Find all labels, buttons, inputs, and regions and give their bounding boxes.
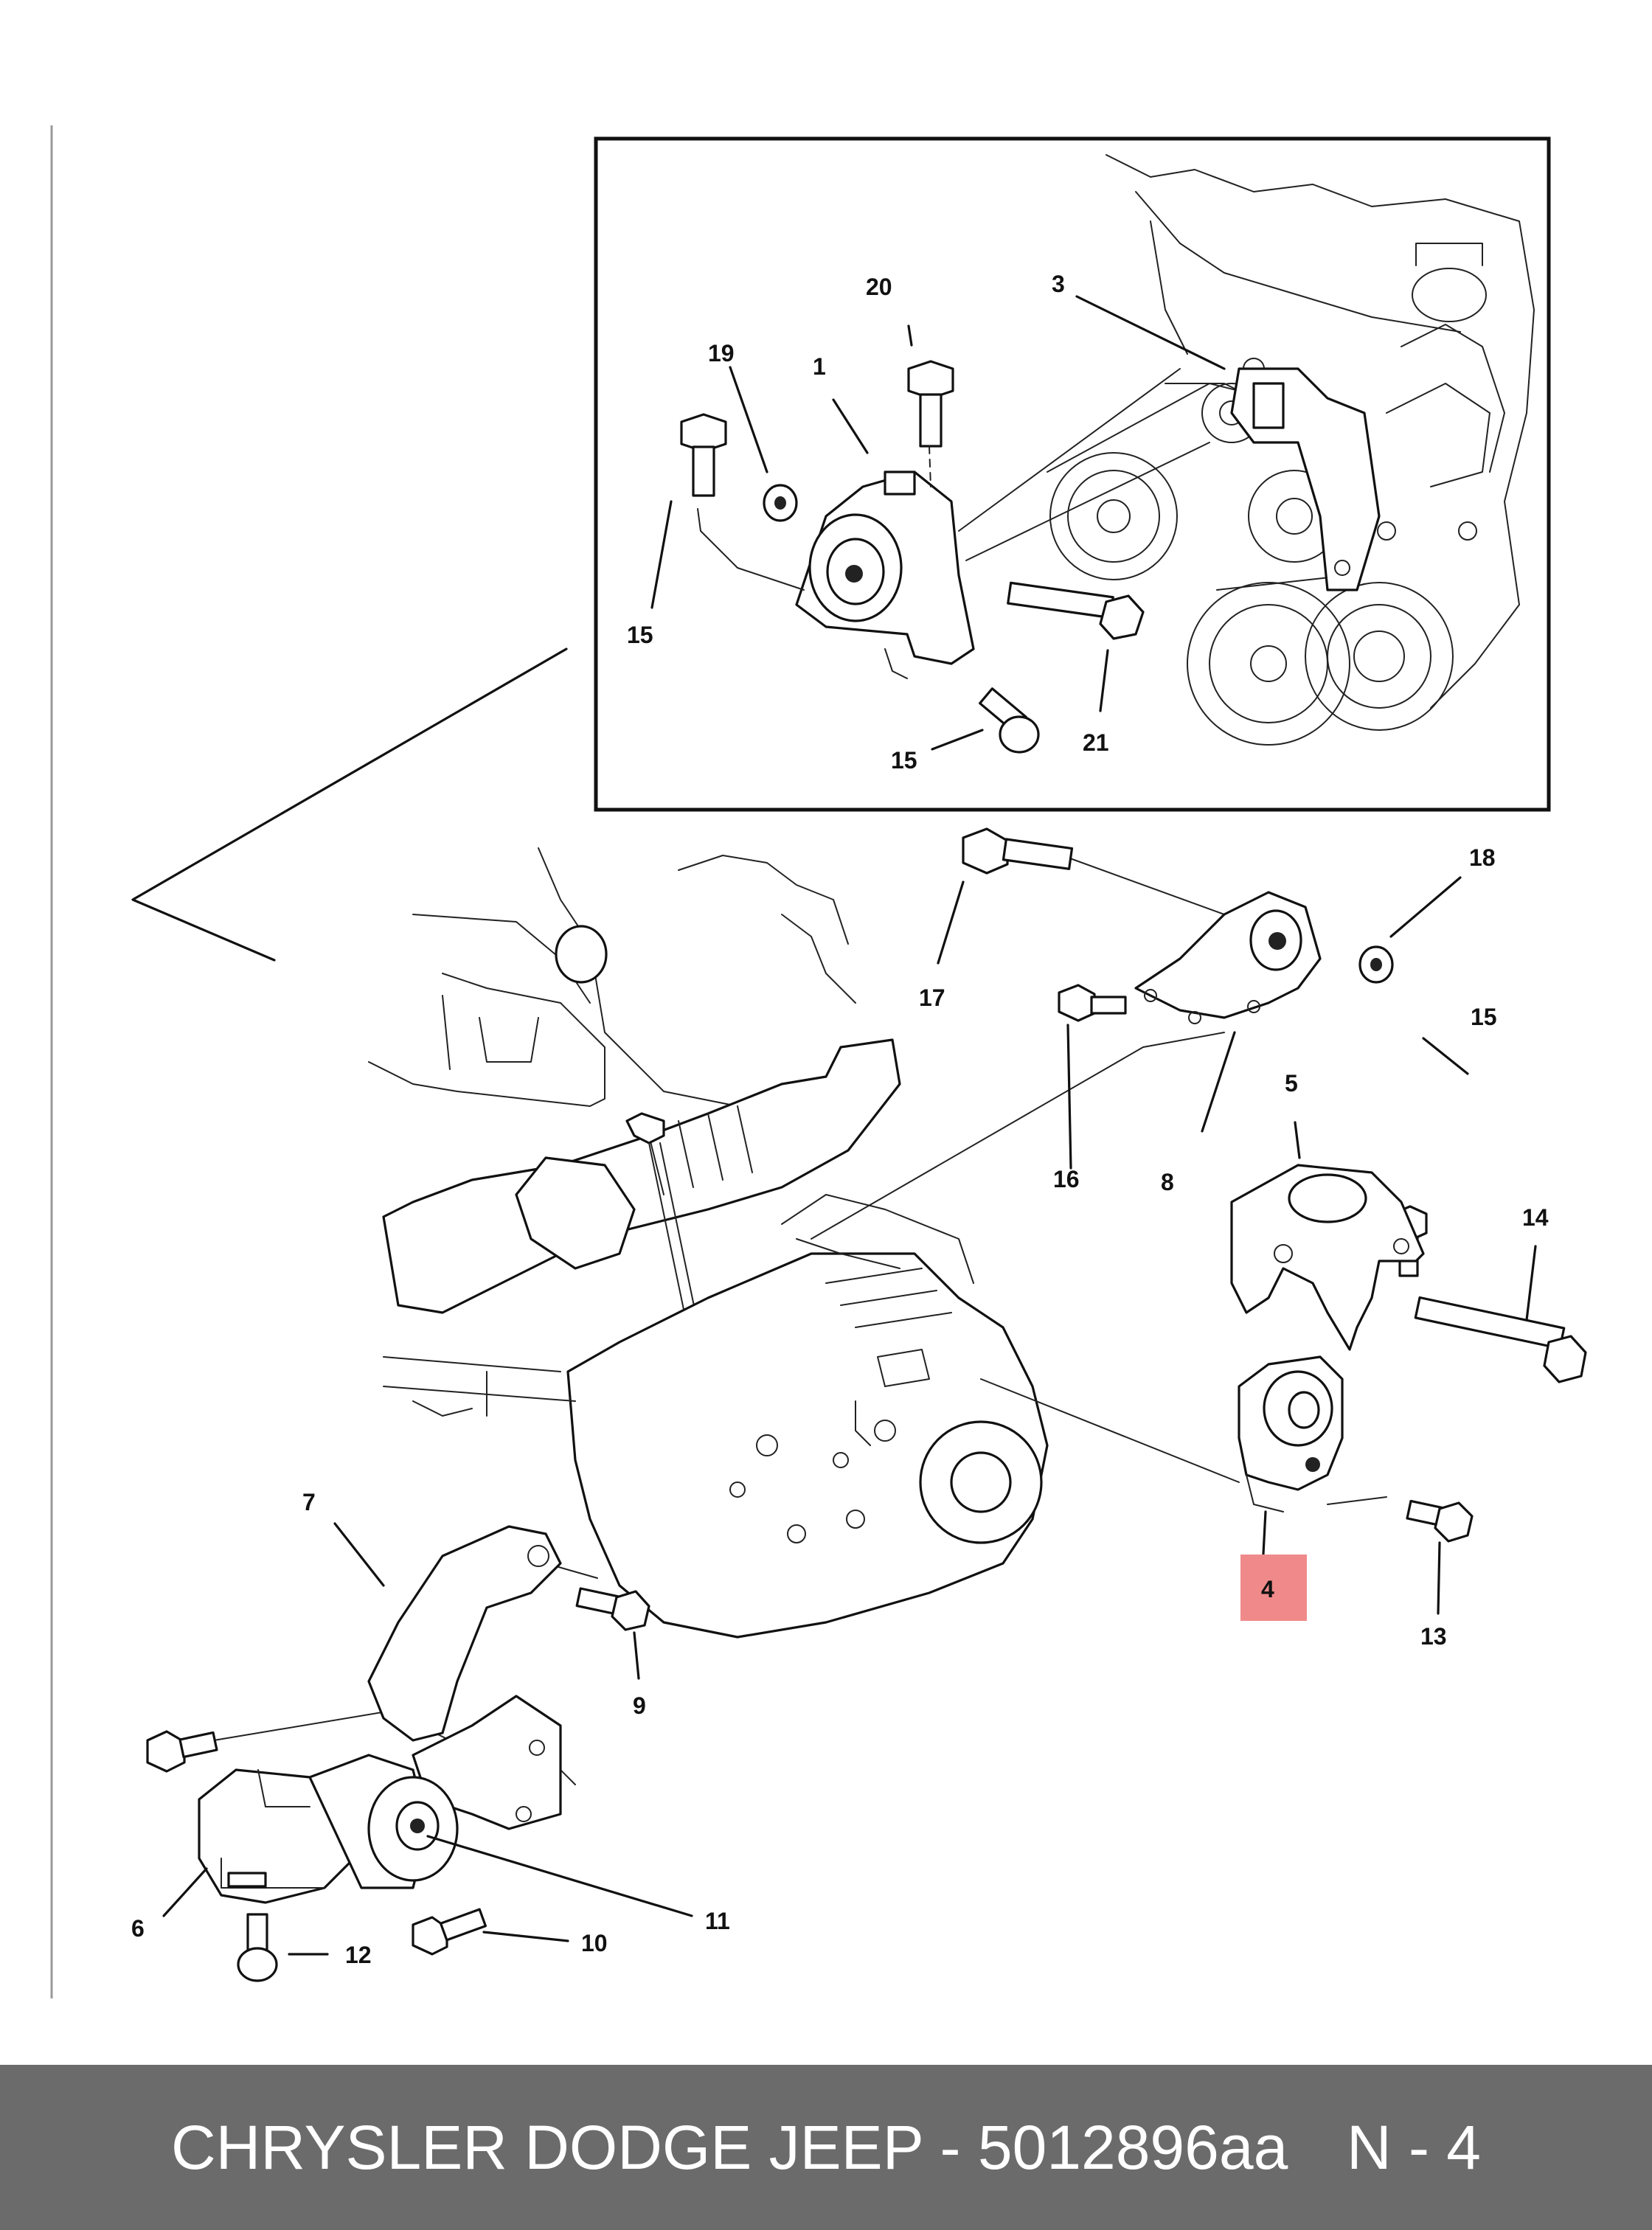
bolt-9 bbox=[575, 1587, 650, 1631]
callout-6: 6 bbox=[131, 1915, 145, 1942]
callout-15-main: 15 bbox=[1471, 1004, 1497, 1030]
main-engine-block bbox=[368, 847, 1049, 1639]
part-7-bracket bbox=[367, 1525, 562, 1830]
callout-13: 13 bbox=[1420, 1623, 1447, 1650]
part-4-mount bbox=[1238, 1355, 1344, 1512]
callout-4: 4 bbox=[1261, 1576, 1274, 1602]
bolt-10 bbox=[412, 1908, 487, 1956]
part-1-mount bbox=[795, 470, 975, 679]
callout-8: 8 bbox=[1161, 1169, 1174, 1195]
callout-20: 20 bbox=[866, 274, 892, 300]
footer-page-ref: N - 4 bbox=[1347, 2113, 1482, 2182]
bolt-15-lower bbox=[979, 687, 1040, 754]
callout-14: 14 bbox=[1522, 1204, 1549, 1231]
bolt-14 bbox=[1414, 1296, 1587, 1383]
bolt-13 bbox=[1406, 1499, 1474, 1543]
inset-pointer bbox=[131, 647, 568, 962]
callout-17: 17 bbox=[919, 984, 945, 1011]
callout-16: 16 bbox=[1053, 1166, 1080, 1192]
washer-19 bbox=[763, 484, 798, 522]
callout-15-inset-upper: 15 bbox=[627, 622, 653, 648]
callout-4-highlight bbox=[1240, 1555, 1307, 1621]
bolt-16 bbox=[1058, 984, 1127, 1022]
callout-3: 3 bbox=[1052, 271, 1065, 297]
callout-10: 10 bbox=[581, 1930, 608, 1956]
callout-leaders bbox=[162, 295, 1537, 1956]
inset-frame bbox=[594, 136, 1551, 812]
callout-19: 19 bbox=[708, 340, 735, 367]
bolt-12 bbox=[237, 1913, 278, 1982]
part-3-bracket bbox=[1230, 367, 1381, 591]
part-5-bracket bbox=[1230, 1164, 1425, 1351]
bolt-20 bbox=[907, 360, 954, 487]
bolt-17 bbox=[962, 827, 1074, 875]
footer-bar: CHRYSLER DODGE JEEP - 5012896aa N - 4 bbox=[0, 2065, 1652, 2230]
part-8-bracket bbox=[1134, 891, 1322, 1024]
callout-18: 18 bbox=[1469, 844, 1496, 871]
callout-1: 1 bbox=[813, 353, 826, 380]
bolt-15-upper bbox=[680, 413, 805, 591]
footer-part-title: CHRYSLER DODGE JEEP - 5012896aa bbox=[171, 2113, 1288, 2182]
callout-5: 5 bbox=[1285, 1070, 1298, 1097]
callout-9: 9 bbox=[633, 1692, 646, 1719]
parts-diagram: 20 3 19 1 15 21 15 18 17 15 5 16 8 14 7 … bbox=[50, 125, 1587, 1998]
callout-15-inset-lower: 15 bbox=[891, 747, 917, 774]
callout-12: 12 bbox=[345, 1942, 372, 1968]
callout-21: 21 bbox=[1083, 729, 1109, 756]
callout-labels: 20 3 19 1 15 21 15 18 17 15 5 16 8 14 7 … bbox=[131, 271, 1549, 1968]
inset-engine bbox=[958, 154, 1535, 746]
part-6-mount bbox=[198, 1754, 459, 1904]
nut-18 bbox=[1358, 945, 1394, 984]
bolt-21 bbox=[1007, 581, 1145, 640]
callout-7: 7 bbox=[302, 1489, 316, 1515]
callout-11: 11 bbox=[705, 1908, 730, 1934]
bolt-upper-left bbox=[146, 1730, 218, 1773]
